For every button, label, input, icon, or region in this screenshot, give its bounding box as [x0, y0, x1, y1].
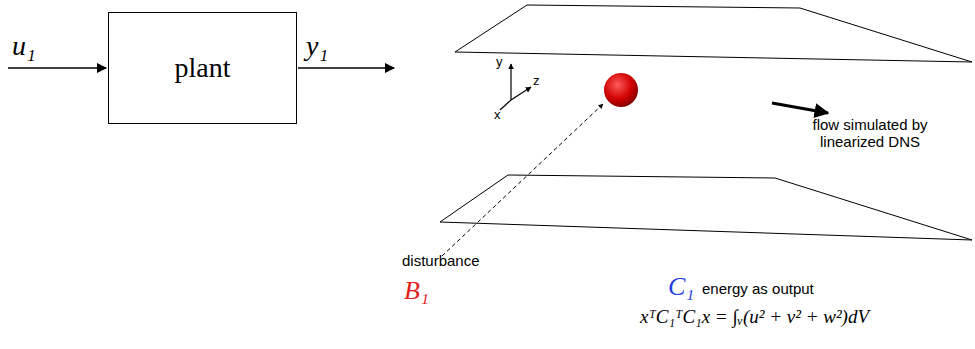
signal-name: u₁: [12, 30, 36, 62]
matrix-name: C₁: [668, 272, 694, 302]
axis-label: x: [494, 108, 501, 123]
flow-arrow: [772, 103, 828, 113]
node-text: plant: [175, 52, 231, 84]
axis-label: z: [533, 74, 540, 89]
output-arrow: [298, 67, 394, 69]
flow-note: flow simulated by linearized DNS: [795, 116, 945, 151]
top-plate: [455, 5, 972, 62]
matrix-name: B₁: [404, 276, 429, 306]
process-box: plant: [108, 12, 297, 124]
y-axis: [510, 64, 511, 100]
axis-label: y: [496, 55, 503, 70]
x-axis: [500, 100, 511, 110]
input-arrow: [8, 67, 106, 69]
callout-label: energy as output: [702, 280, 814, 297]
z-axis: [511, 87, 531, 100]
disturbance-leader: [442, 104, 603, 256]
equation: xᵀC₁ᵀC₁x = ∫ᵥ(u² + v² + w²)dV: [640, 306, 869, 328]
disturbance-sphere: [604, 73, 638, 107]
callout-label: disturbance: [402, 252, 480, 269]
bottom-plate: [440, 175, 972, 240]
signal-name: y₁: [306, 30, 328, 62]
